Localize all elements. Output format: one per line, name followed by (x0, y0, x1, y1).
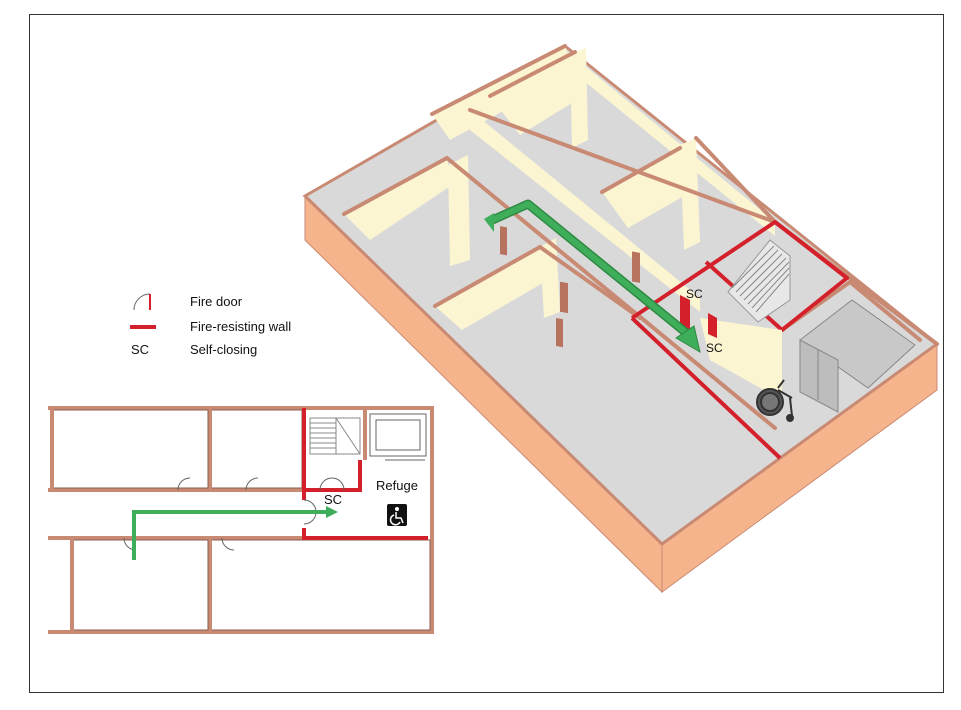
lift-shaft (799, 299, 916, 413)
legend-fire-door: Fire door (190, 294, 243, 309)
escape-route-arrow-icon (675, 325, 701, 354)
plan-stairs (309, 417, 361, 455)
refuge-wall (700, 318, 782, 400)
legend-sc-text: Self-closing (190, 342, 257, 357)
wall-strip-9 (568, 52, 775, 236)
fire-door-icon (133, 293, 151, 311)
wall-strip-10 (680, 138, 700, 250)
plan-sc-label: SC (324, 492, 342, 507)
stair-block (727, 239, 791, 323)
iso-fire-doors (680, 295, 717, 338)
fire-resisting-walls-plan (302, 408, 428, 540)
plan-lift (369, 413, 427, 461)
plan-escape-route (132, 506, 338, 560)
iso-sc-label-lower: SC (706, 341, 723, 355)
wall-strip-3 (490, 52, 580, 135)
wall-strip-11 (570, 48, 588, 148)
iso-escape-route (484, 199, 701, 354)
wall-strip-4 (602, 148, 684, 228)
plan-top-wall (48, 406, 434, 634)
legend-fire-wall: Fire-resisting wall (190, 319, 291, 334)
legend-sc-key: SC (131, 342, 149, 357)
corridor-doors (500, 226, 640, 348)
floor-plan: SC Refuge (48, 406, 434, 634)
wall-strip-1 (344, 158, 452, 240)
outer-frame (29, 14, 944, 693)
legend: Fire door Fire-resisting wall SC Self-cl… (130, 293, 291, 357)
escape-route-arrow-icon (326, 506, 338, 518)
accessible-symbol-icon (387, 504, 407, 526)
iso-sc-label-upper: SC (686, 287, 703, 301)
wheelchair-icon (756, 379, 794, 422)
wall-strip-6 (448, 155, 470, 266)
isometric-building: SC SC (302, 44, 940, 594)
wall-strip-8 (470, 110, 700, 312)
plan-refuge-label: Refuge (376, 478, 418, 493)
wall-strip-5 (435, 247, 548, 330)
